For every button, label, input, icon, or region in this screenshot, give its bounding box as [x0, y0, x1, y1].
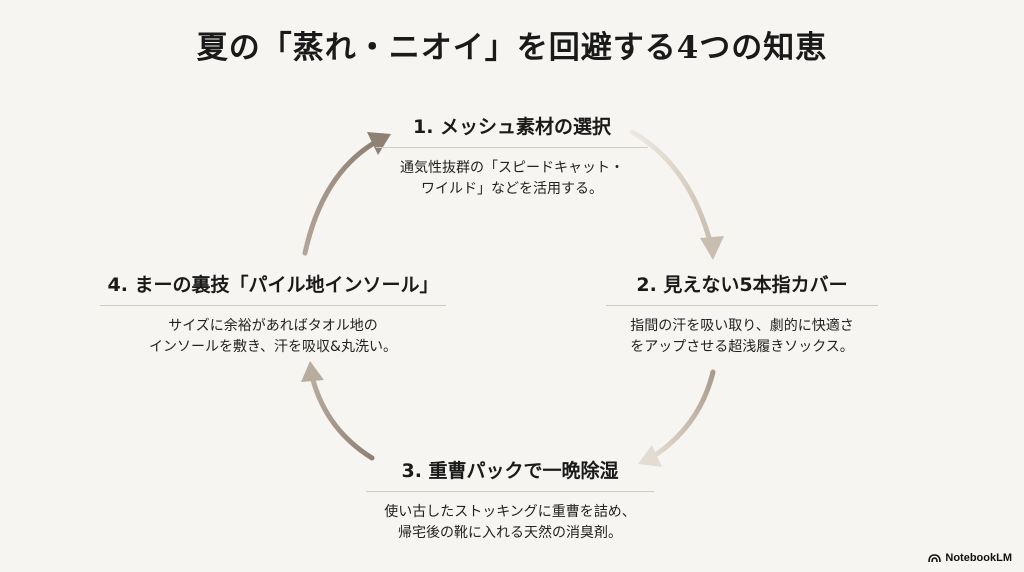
step-heading: 1. メッシュ素材の選択: [376, 112, 648, 148]
step-description-line: ワイルド」などを活用する。: [421, 181, 603, 197]
page-title: 夏の「蒸れ・ニオイ」を回避する4つの知恵: [196, 30, 828, 66]
step-heading: 2. 見えない5本指カバー: [606, 270, 878, 306]
notebooklm-logo-icon: [928, 553, 942, 562]
step-heading: 3. 重曹パックで一晩除湿: [366, 456, 654, 492]
arrow-step2-to-step3: [638, 369, 716, 467]
step-description: 指間の汗を吸い取り、劇的に快適さ をアップさせる超浅履きソックス。: [606, 316, 878, 358]
step-description-line: サイズに余裕があればタオル地の: [168, 318, 378, 334]
step-baking-soda-pack: 3. 重曹パックで一晩除湿 使い古したストッキングに重曹を詰め、 帰宅後の靴に入…: [366, 456, 654, 544]
step-pile-insole: 4. まーの裏技「パイル地インソール」 サイズに余裕があればタオル地の インソー…: [100, 270, 446, 358]
step-description: サイズに余裕があればタオル地の インソールを敷き、汗を吸収&丸洗い。: [100, 316, 446, 358]
step-description-line: 通気性抜群の「スピードキャット・: [400, 160, 624, 176]
step-heading: 4. まーの裏技「パイル地インソール」: [100, 270, 446, 306]
step-description-line: 指間の汗を吸い取り、劇的に快適さ: [630, 318, 854, 334]
step-description-line: 帰宅後の靴に入れる天然の消臭剤。: [398, 525, 622, 541]
notebooklm-logo: NotebookLM: [928, 552, 1012, 564]
arrow-step1-to-step2: [629, 129, 724, 260]
logo-text: NotebookLM: [945, 552, 1012, 564]
step-mesh-material: 1. メッシュ素材の選択 通気性抜群の「スピードキャット・ ワイルド」などを活用…: [376, 112, 648, 200]
step-five-toe-cover: 2. 見えない5本指カバー 指間の汗を吸い取り、劇的に快適さ をアップさせる超浅…: [606, 270, 878, 358]
step-description-line: 使い古したストッキングに重曹を詰め、: [384, 504, 636, 520]
step-description: 使い古したストッキングに重曹を詰め、 帰宅後の靴に入れる天然の消臭剤。: [366, 502, 654, 544]
arrow-step3-to-step4: [301, 361, 375, 461]
arrow-step4-to-step1: [302, 132, 391, 256]
step-description: 通気性抜群の「スピードキャット・ ワイルド」などを活用する。: [376, 158, 648, 200]
step-description-line: インソールを敷き、汗を吸収&丸洗い。: [149, 339, 397, 355]
step-description-line: をアップさせる超浅履きソックス。: [630, 339, 854, 355]
